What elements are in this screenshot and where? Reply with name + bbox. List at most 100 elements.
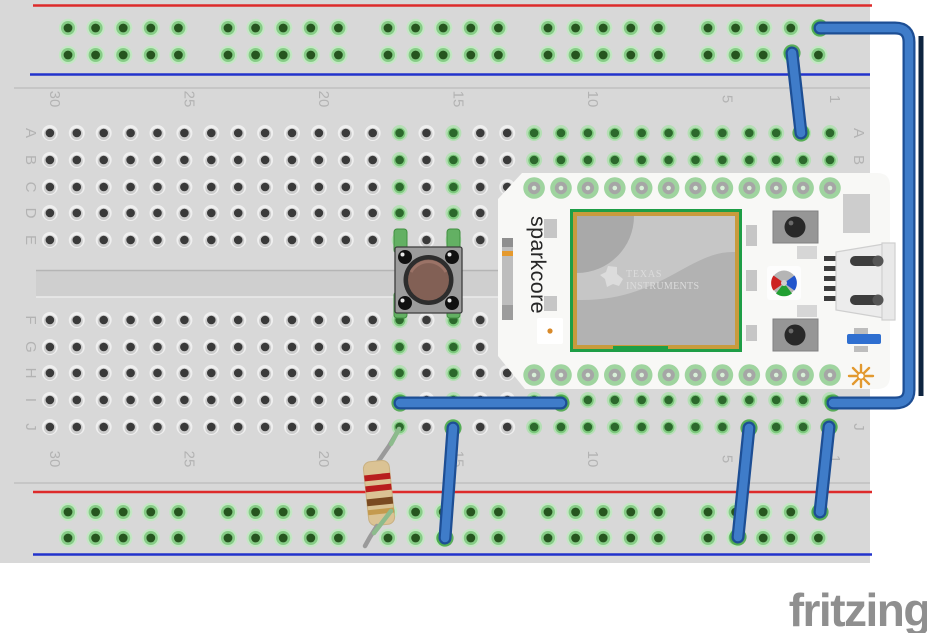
sparkcore-pin[interactable] <box>738 177 761 199</box>
rail-hole[interactable] <box>114 18 133 38</box>
breadboard-hole[interactable] <box>203 179 220 195</box>
rail-hole[interactable] <box>538 502 558 522</box>
breadboard-hole[interactable] <box>68 125 85 141</box>
breadboard-hole[interactable] <box>391 125 408 141</box>
jumper-wire-row-I17-to-I11[interactable] <box>391 394 570 412</box>
rail-hole[interactable] <box>329 502 348 522</box>
breadboard-hole[interactable] <box>337 365 354 381</box>
breadboard-hole[interactable] <box>41 232 58 248</box>
rail-hole[interactable] <box>698 528 718 548</box>
breadboard-hole[interactable] <box>472 152 489 168</box>
breadboard-hole[interactable] <box>310 312 327 328</box>
rail-hole[interactable] <box>698 45 718 65</box>
breadboard-hole[interactable] <box>472 312 489 328</box>
breadboard-hole[interactable] <box>230 125 247 141</box>
rail-hole[interactable] <box>649 528 668 548</box>
breadboard-hole[interactable] <box>149 232 166 248</box>
sparkcore-pin[interactable] <box>604 177 626 199</box>
breadboard-hole[interactable] <box>122 205 139 221</box>
breadboard-hole[interactable] <box>230 312 247 328</box>
breadboard-hole[interactable] <box>310 205 327 221</box>
rail-hole[interactable] <box>781 502 800 522</box>
breadboard-hole[interactable] <box>149 339 166 355</box>
rail-hole[interactable] <box>141 502 160 522</box>
breadboard-hole[interactable] <box>364 392 381 408</box>
sparkcore-pin[interactable] <box>657 177 680 199</box>
breadboard-hole[interactable] <box>606 125 623 141</box>
breadboard-hole[interactable] <box>41 419 58 435</box>
breadboard-hole[interactable] <box>660 419 677 435</box>
breadboard-hole[interactable] <box>257 365 274 381</box>
rail-hole[interactable] <box>566 45 585 65</box>
breadboard-hole[interactable] <box>445 152 462 168</box>
breadboard-hole[interactable] <box>41 339 58 355</box>
breadboard-hole[interactable] <box>203 419 220 435</box>
pushbutton-cap[interactable] <box>408 259 449 301</box>
rail-hole[interactable] <box>141 18 160 38</box>
breadboard-hole[interactable] <box>391 152 408 168</box>
breadboard-hole[interactable] <box>445 339 462 355</box>
rail-hole[interactable] <box>434 18 453 38</box>
rail-hole[interactable] <box>329 18 348 38</box>
rail-hole[interactable] <box>86 528 105 548</box>
breadboard-hole[interactable] <box>203 205 220 221</box>
rail-hole[interactable] <box>301 502 320 522</box>
breadboard-hole[interactable] <box>284 205 300 221</box>
breadboard-hole[interactable] <box>68 232 85 248</box>
breadboard-hole[interactable] <box>176 339 193 355</box>
breadboard-hole[interactable] <box>741 392 758 408</box>
rail-hole[interactable] <box>781 18 800 38</box>
rail-hole[interactable] <box>594 502 613 522</box>
breadboard-hole[interactable] <box>284 125 300 141</box>
breadboard-hole[interactable] <box>364 125 381 141</box>
breadboard-hole[interactable] <box>418 365 435 381</box>
sparkcore-pin[interactable] <box>738 364 761 386</box>
breadboard-hole[interactable] <box>41 152 58 168</box>
breadboard-hole[interactable] <box>95 232 112 248</box>
breadboard-hole[interactable] <box>122 125 139 141</box>
rail-hole[interactable] <box>169 502 188 522</box>
breadboard-hole[interactable] <box>391 179 408 195</box>
breadboard-hole[interactable] <box>68 339 85 355</box>
rail-hole[interactable] <box>329 45 348 65</box>
breadboard-hole[interactable] <box>149 312 166 328</box>
reset-button[interactable] <box>772 318 819 352</box>
rail-hole[interactable] <box>461 528 480 548</box>
breadboard-hole[interactable] <box>633 152 650 168</box>
breadboard-hole[interactable] <box>310 419 327 435</box>
breadboard-hole[interactable] <box>499 419 516 435</box>
breadboard-hole[interactable] <box>364 179 381 195</box>
breadboard-hole[interactable] <box>257 179 274 195</box>
breadboard-hole[interactable] <box>768 392 785 408</box>
sparkcore-pin[interactable] <box>792 364 814 386</box>
breadboard-hole[interactable] <box>203 152 220 168</box>
breadboard-hole[interactable] <box>122 152 139 168</box>
rail-hole[interactable] <box>594 45 613 65</box>
breadboard-hole[interactable] <box>337 179 354 195</box>
sparkcore-pin[interactable] <box>550 364 572 386</box>
breadboard-hole[interactable] <box>660 125 677 141</box>
sparkcore-pin[interactable] <box>819 364 841 386</box>
rail-hole[interactable] <box>698 502 718 522</box>
rail-hole[interactable] <box>538 18 558 38</box>
rail-hole[interactable] <box>461 502 480 522</box>
breadboard-hole[interactable] <box>418 419 435 435</box>
rail-hole[interactable] <box>538 45 558 65</box>
breadboard-hole[interactable] <box>606 152 623 168</box>
breadboard-hole[interactable] <box>41 365 58 381</box>
rail-hole[interactable] <box>809 528 828 548</box>
breadboard-hole[interactable] <box>472 205 489 221</box>
breadboard-hole[interactable] <box>230 339 247 355</box>
breadboard-hole[interactable] <box>95 312 112 328</box>
breadboard-hole[interactable] <box>176 392 193 408</box>
breadboard-hole[interactable] <box>41 125 58 141</box>
rail-hole[interactable] <box>274 502 293 522</box>
breadboard-hole[interactable] <box>95 392 112 408</box>
breadboard-hole[interactable] <box>337 205 354 221</box>
breadboard-hole[interactable] <box>95 205 112 221</box>
breadboard-hole[interactable] <box>284 152 300 168</box>
breadboard-hole[interactable] <box>337 419 354 435</box>
rail-hole[interactable] <box>781 528 800 548</box>
jumper-wire-J15-to-bottom-blue-rail[interactable] <box>436 419 462 547</box>
rail-hole[interactable] <box>754 528 773 548</box>
